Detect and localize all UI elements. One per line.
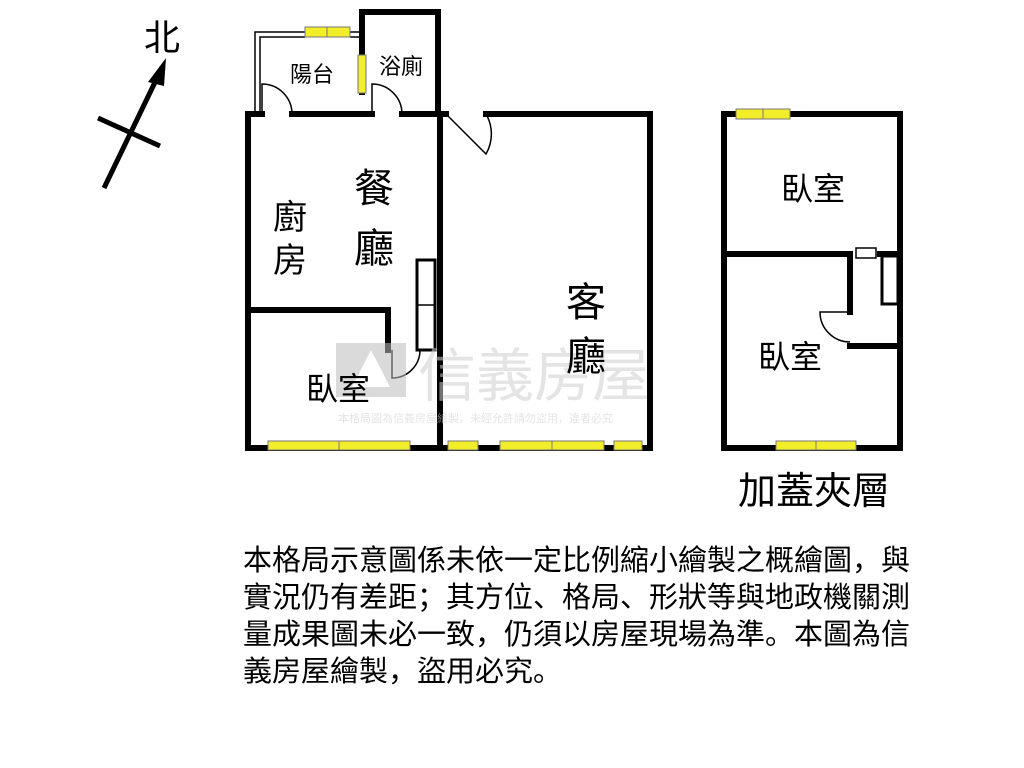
mezzanine-label: 加蓋夾層 (738, 469, 890, 513)
room-label-dining-1: 餐 (354, 166, 394, 212)
north-label: 北 (144, 18, 180, 59)
watermark-brand: 信義房屋 (418, 342, 650, 410)
compass: 北 (96, 18, 180, 190)
room-label-balcony: 陽台 (290, 63, 334, 88)
room-label-kitchen-2: 房 (273, 241, 307, 281)
room-label-dining-2: 廳 (354, 226, 394, 272)
room-label-living-2: 廳 (566, 334, 606, 380)
room-label-kitchen-1: 廚 (273, 198, 307, 238)
watermark: 信義房屋 本格局圖為信義房屋繪製，未經允許請勿盜用，違者必究 (336, 342, 650, 425)
watermark-notice: 本格局圖為信義房屋繪製，未經允許請勿盜用，違者必究 (338, 411, 613, 425)
disclaimer-text: 本格局示意圖係未依一定比例縮小繪製之概繪圖，與實況仍有差距；其方位、格局、形狀等… (243, 543, 911, 688)
room-label-bedroom-upper: 臥室 (781, 170, 845, 208)
room-label-bedroom-lower: 臥室 (758, 338, 822, 376)
windows-mezzanine (735, 108, 857, 451)
room-label-living-1: 客 (566, 280, 606, 326)
room-label-bathroom: 浴廁 (379, 55, 423, 80)
room-label-bedroom-main: 臥室 (306, 370, 370, 408)
mezzanine-walls (721, 111, 903, 451)
windows-main (267, 26, 643, 451)
